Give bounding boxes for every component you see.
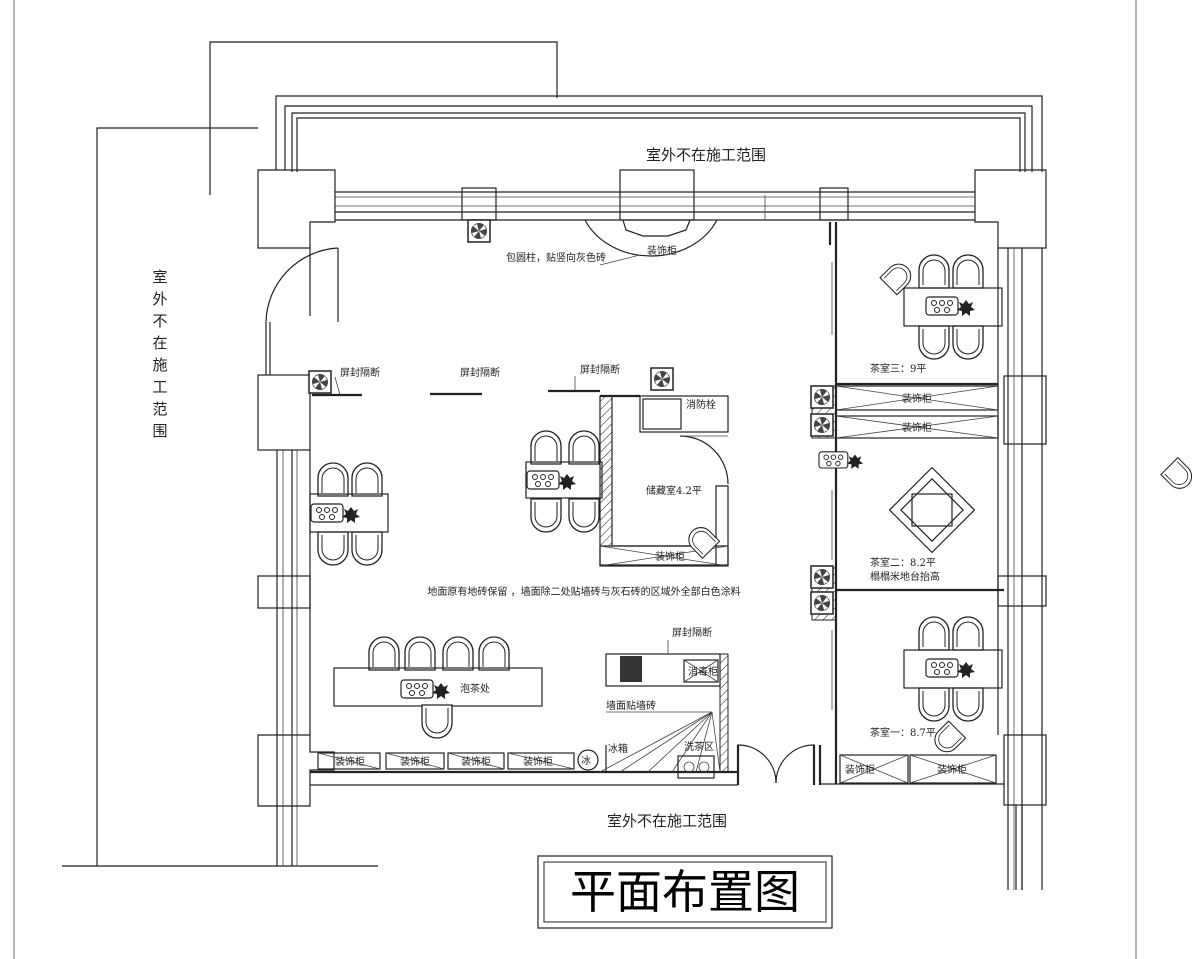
svg-text:范: 范 — [152, 400, 167, 418]
cabinet-label-r2: 装饰柜 — [902, 421, 932, 434]
tea-bar-label: 泡茶处 — [460, 682, 490, 695]
cabinet-label-b3: 装饰柜 — [461, 755, 491, 768]
hydrant-label: 消防栓 — [686, 398, 716, 411]
cabinet-label-b4: 装饰柜 — [523, 755, 553, 768]
column-note: 包圆柱，贴竖向灰色砖 — [506, 251, 606, 264]
wall-tile-label: 墙面贴墙砖 — [606, 699, 656, 712]
partition-label-4: 屏封隔断 — [672, 626, 712, 639]
svg-text:工: 工 — [152, 378, 167, 396]
cabinet-label-r3: 装饰柜 — [845, 763, 875, 776]
room2-label: 茶室二：8.2平 — [870, 556, 936, 569]
cabinet-label-b2: 装饰柜 — [400, 755, 430, 768]
cabinet-label-r1: 装饰柜 — [902, 392, 932, 405]
outdoor-left-label: 室 外 不 在 施 工 范 围 — [152, 268, 167, 440]
outdoor-top-label: 室外不在施工范围 — [646, 146, 766, 164]
cabinet-label-b1: 装饰柜 — [335, 755, 365, 768]
storage-label: 储藏室4.2平 — [646, 484, 702, 497]
partition-label-2: 屏封隔断 — [460, 366, 500, 379]
svg-text:不: 不 — [152, 312, 167, 330]
floor-note: 地面原有地砖保留 ，墙面除二处贴墙砖与灰石砖的区域外全部白色涂料 — [427, 585, 740, 598]
partition-label-1: 屏封隔断 — [340, 366, 380, 379]
room1-label: 茶室一：8.7平 — [870, 726, 936, 739]
svg-text:在: 在 — [152, 334, 167, 352]
svg-text:室: 室 — [152, 268, 167, 286]
outdoor-bottom-label: 室外不在施工范围 — [607, 812, 727, 830]
plan-title: 平面布置图 — [570, 865, 800, 919]
cabinet-label-r4: 装饰柜 — [937, 763, 967, 776]
svg-text:围: 围 — [152, 422, 167, 440]
cabinet-label-storage: 装饰柜 — [655, 550, 685, 563]
ice-label: 冰 — [581, 754, 591, 767]
tea-wash-label: 洗茶区 — [684, 740, 714, 753]
room3-label: 茶室三：9平 — [870, 362, 926, 375]
disinfect-label: 消毒柜 — [688, 665, 718, 678]
fridge-label: 冰箱 — [608, 742, 628, 755]
partition-label-3: 屏封隔断 — [580, 363, 620, 376]
room2-note: 榻榻米地台抬高 — [870, 570, 940, 583]
svg-text:施: 施 — [152, 356, 167, 374]
cabinet-label-top: 装饰柜 — [647, 244, 677, 257]
svg-text:外: 外 — [152, 290, 167, 308]
